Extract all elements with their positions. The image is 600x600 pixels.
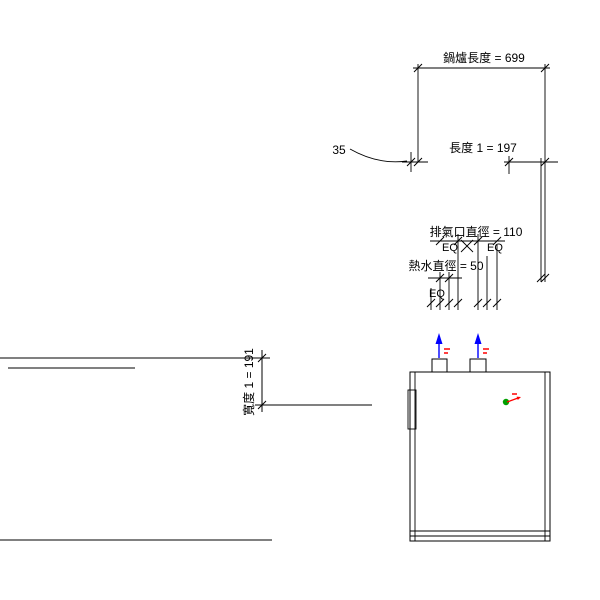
leader-arc bbox=[349, 148, 408, 163]
dim-text-boiler-length: 鍋爐長度 = 699 bbox=[443, 50, 525, 65]
dim-text-exhaust-diameter: 排氣口直徑 = 110 bbox=[430, 225, 523, 239]
left-view[interactable] bbox=[0, 357, 272, 541]
dimension-width-1[interactable]: 寬度 1 = 191 bbox=[241, 348, 372, 416]
origin-dot-icon bbox=[502, 398, 510, 406]
dim-text-width-1: 寬度 1 = 191 bbox=[241, 348, 256, 416]
flow-connector-hot-water[interactable] bbox=[474, 333, 490, 358]
dimension-hot-water-diameter[interactable]: 熱水直徑 = 50 EQ bbox=[408, 259, 484, 310]
boiler-body-outline bbox=[409, 371, 551, 542]
dimension-offset-35[interactable]: 35 bbox=[332, 143, 428, 172]
dimension-boiler-length[interactable]: 鍋爐長度 = 699 bbox=[413, 50, 550, 282]
boiler-front-view[interactable] bbox=[407, 358, 551, 542]
eq-label-right: EQ bbox=[487, 242, 503, 254]
dim-text-length-1: 長度 1 = 197 bbox=[449, 140, 517, 155]
side-panel bbox=[407, 389, 417, 430]
eq-label-left: EQ bbox=[442, 242, 458, 254]
dimension-length-1[interactable]: 長度 1 = 197 bbox=[449, 140, 558, 283]
connector-origin-symbol[interactable] bbox=[502, 393, 521, 406]
direction-arrow-icon bbox=[506, 397, 519, 403]
flow-arrowhead-icon bbox=[474, 333, 482, 344]
dim-text-offset: 35 bbox=[332, 143, 346, 157]
flow-connector-exhaust[interactable] bbox=[435, 333, 451, 358]
leader-cross bbox=[460, 239, 474, 253]
direction-arrowhead-icon bbox=[516, 396, 521, 400]
flow-arrowhead-icon bbox=[435, 333, 443, 344]
dimension-exhaust-diameter[interactable]: 排氣口直徑 = 110 EQ EQ bbox=[430, 225, 523, 310]
dim-text-hot-water-diameter: 熱水直徑 = 50 bbox=[408, 259, 483, 273]
hot-water-nozzle bbox=[469, 358, 487, 373]
eq-label-bottom: EQ bbox=[429, 288, 445, 300]
exhaust-nozzle bbox=[431, 358, 448, 373]
